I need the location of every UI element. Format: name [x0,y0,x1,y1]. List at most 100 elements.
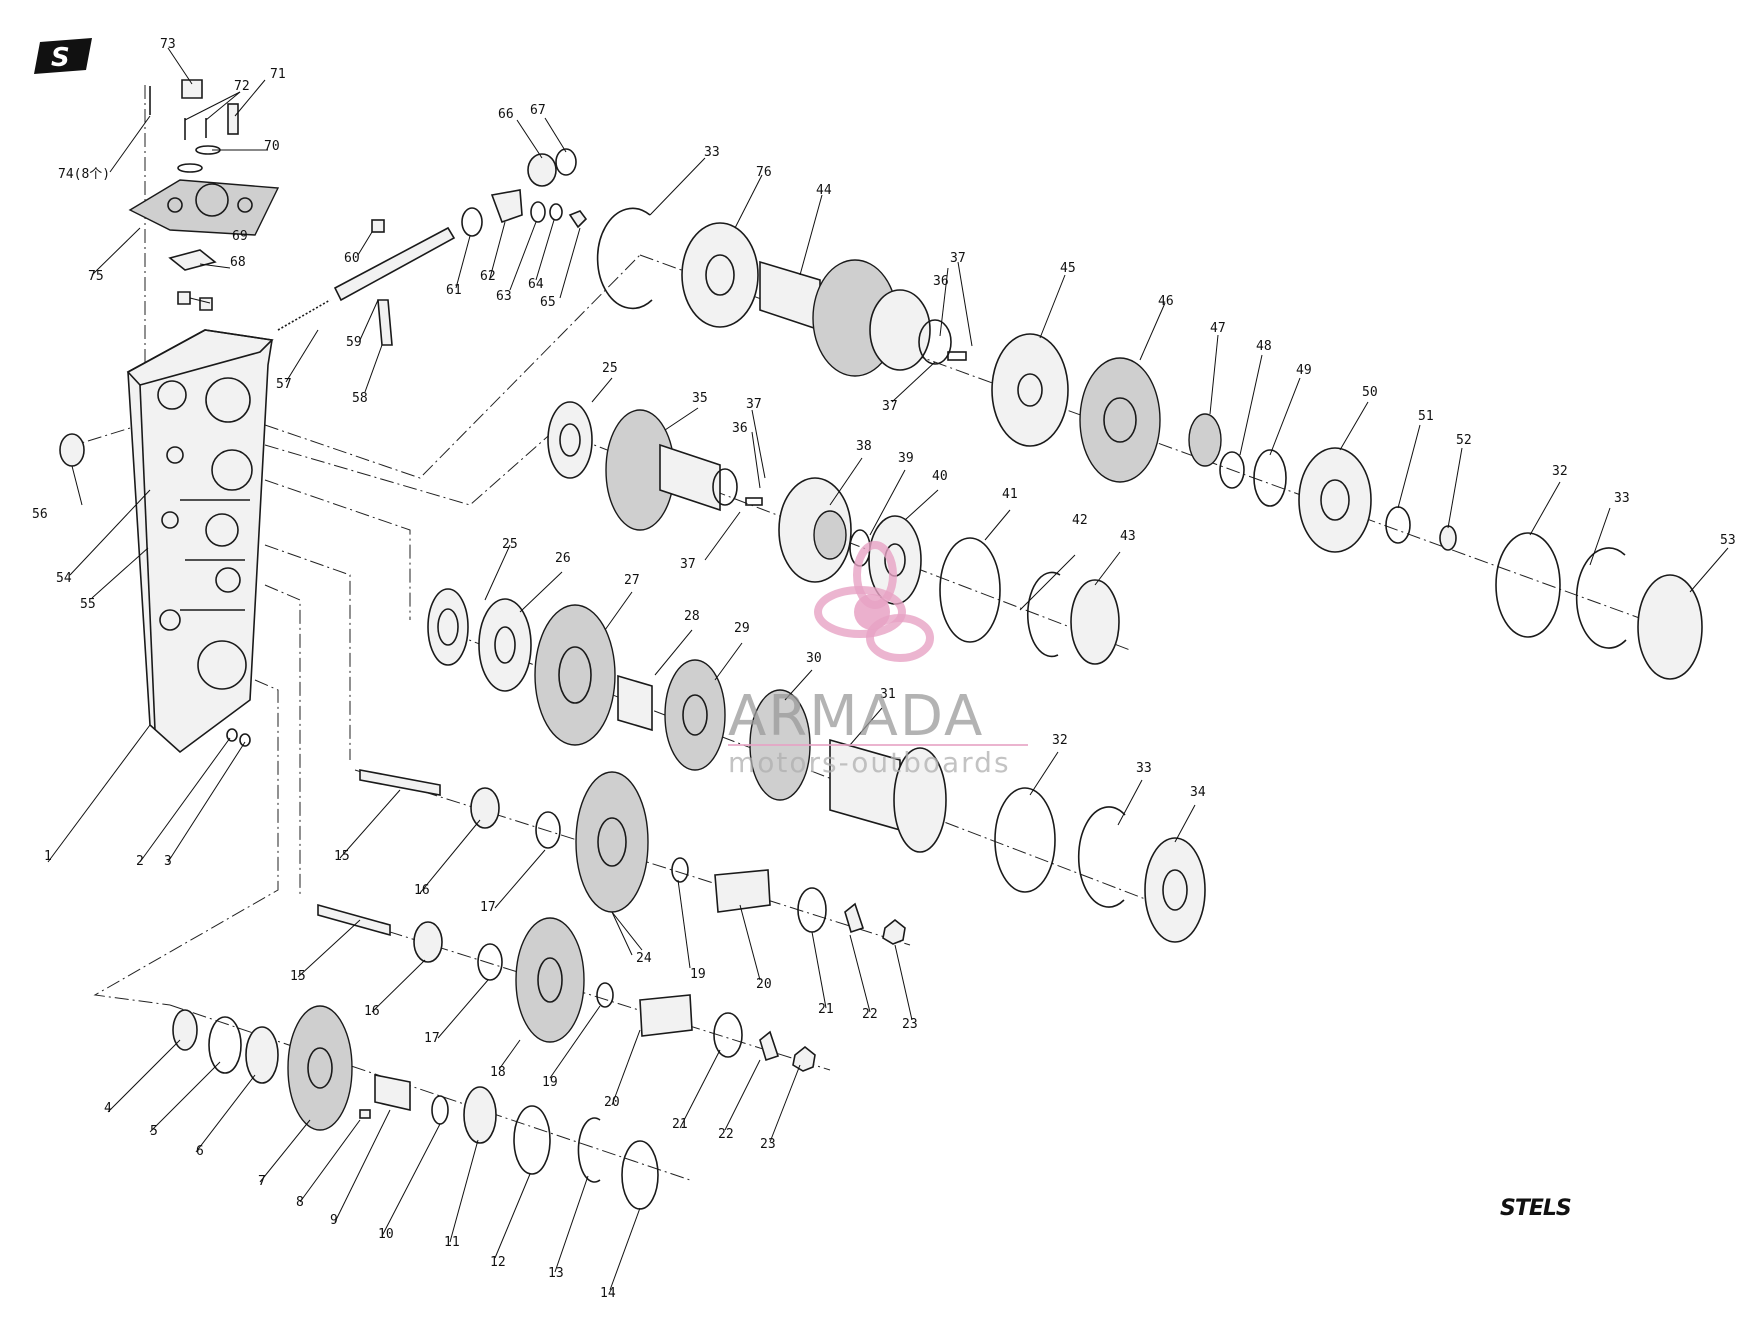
callout-61: 61 [446,283,462,298]
callout-7: 7 [258,1174,266,1189]
watermark-title: ARMADA [728,684,984,749]
callout-59: 59 [346,335,362,350]
callout-2: 2 [136,854,144,869]
callout-41: 41 [1002,487,1018,502]
callout-13: 13 [548,1266,564,1281]
callout-53: 53 [1720,533,1736,548]
callout-17-lower: 17 [424,1031,440,1046]
callout-21-lower: 21 [672,1117,688,1132]
callout-35: 35 [692,391,708,406]
callout-43: 43 [1120,529,1136,544]
callout-75: 75 [88,269,104,284]
callout-32-upper: 32 [1552,464,1568,479]
callout-37-right: 37 [882,399,898,414]
watermark-subtitle: motors-outboards [728,746,1011,779]
idler-shaft-lower [317,903,816,1072]
callout-25-lower: 25 [502,537,518,552]
callout-74: 74(8个) [58,167,110,182]
callout-58: 58 [352,391,368,406]
callout-50: 50 [1362,385,1378,400]
callout-9: 9 [330,1213,338,1228]
callout-76: 76 [756,165,772,180]
callout-49: 49 [1296,363,1312,378]
callout-17-upper: 17 [480,900,496,915]
callout-32-lower: 32 [1052,733,1068,748]
callout-39: 39 [898,451,914,466]
callout-65: 65 [540,295,556,310]
callout-57: 57 [276,377,292,392]
callout-36-top: 36 [933,274,949,289]
callout-37-top: 37 [950,251,966,266]
callout-70: 70 [264,139,280,154]
idler-shaft-upper [359,769,906,945]
main-shaft-assembly [596,207,1703,680]
callout-37-low: 37 [680,557,696,572]
callout-62: 62 [480,269,496,284]
leader-lines [47,47,1729,1291]
callout-71: 71 [270,67,286,82]
stels-brand-mark: STELS [1500,1196,1572,1221]
callout-12: 12 [490,1255,506,1270]
third-shaft-assembly [427,588,1206,943]
callout-46: 46 [1158,294,1174,309]
callout-63: 63 [496,289,512,304]
callout-67: 67 [530,103,546,118]
callout-23-upper: 23 [902,1017,918,1032]
callout-19-upper: 19 [690,967,706,982]
brand-logo: S [34,38,92,74]
stels-logo-text: STELS [1500,1196,1571,1221]
callout-22-upper: 22 [862,1007,878,1022]
callout-54: 54 [56,571,72,586]
callout-18: 18 [490,1065,506,1080]
callout-36-mid: 36 [732,421,748,436]
callout-56: 56 [32,507,48,522]
callout-15-lower: 15 [290,969,306,984]
armada-watermark: ARMADA motors-outboards [728,541,1028,779]
bottom-shaft-assembly [172,1005,659,1210]
callout-28: 28 [684,609,700,624]
callout-34: 34 [1190,785,1206,800]
callout-29: 29 [734,621,750,636]
callout-40: 40 [932,469,948,484]
callout-69: 69 [232,229,248,244]
callout-45: 45 [1060,261,1076,276]
callout-26: 26 [555,551,571,566]
second-shaft-assembly [547,401,1120,665]
callout-33-right: 33 [1614,491,1630,506]
callout-24: 24 [636,951,652,966]
callout-38: 38 [856,439,872,454]
top-cover-assembly [128,79,280,311]
callout-4: 4 [104,1101,112,1116]
callout-8: 8 [296,1195,304,1210]
callout-3: 3 [164,854,172,869]
callout-33-top: 33 [704,145,720,160]
callout-23-lower: 23 [760,1137,776,1152]
callout-27: 27 [624,573,640,588]
callout-1: 1 [44,849,52,864]
callout-47: 47 [1210,321,1226,336]
logo-letter: S [51,43,70,73]
callout-51: 51 [1418,409,1434,424]
callout-21-upper: 21 [818,1002,834,1017]
callout-22-lower: 22 [718,1127,734,1142]
callout-5: 5 [150,1124,158,1139]
callout-42: 42 [1072,513,1088,528]
callout-11: 11 [444,1235,460,1250]
callout-31: 31 [880,687,896,702]
gearbox-housing [126,329,274,754]
callout-25-upper: 25 [602,361,618,376]
callout-37-mid: 37 [746,397,762,412]
callout-30: 30 [806,651,822,666]
callout-72: 72 [234,79,250,94]
callout-60: 60 [344,251,360,266]
callout-labels: 1 2 3 4 5 6 7 8 9 10 11 12 13 14 15 15 1… [32,37,1736,1301]
callout-16-lower: 16 [364,1004,380,1019]
callout-16-upper: 16 [414,883,430,898]
callout-48: 48 [1256,339,1272,354]
callout-33-lower: 33 [1136,761,1152,776]
callout-52: 52 [1456,433,1472,448]
callout-19-lower: 19 [542,1075,558,1090]
callout-14: 14 [600,1286,616,1301]
callout-66: 66 [498,107,514,122]
